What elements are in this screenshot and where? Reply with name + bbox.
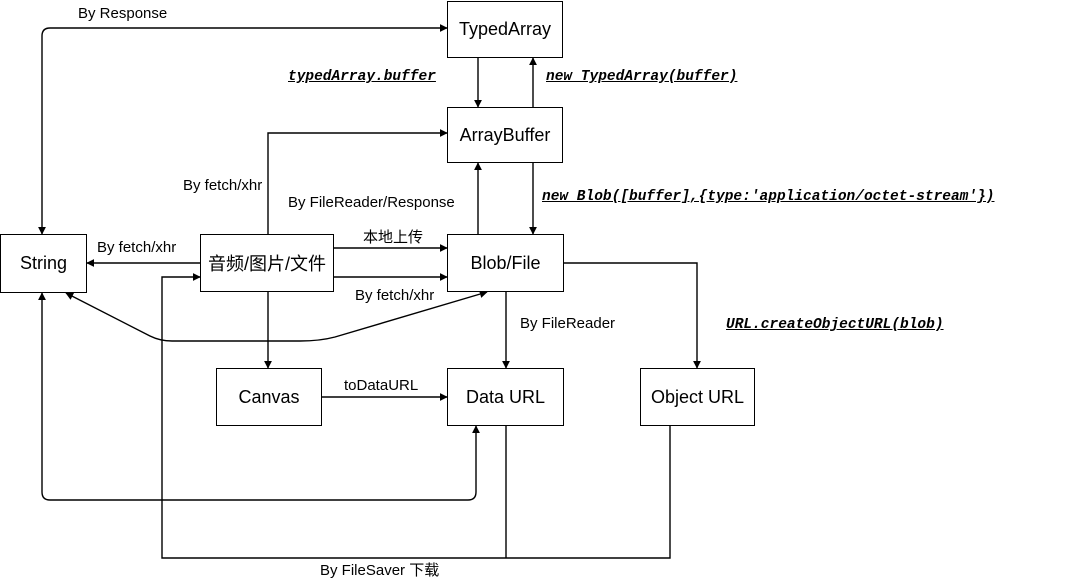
label-typedarray-buffer: typedArray.buffer xyxy=(288,69,436,85)
label-create-object-url: URL.createObjectURL(blob) xyxy=(726,317,944,333)
node-blob-file: Blob/File xyxy=(447,234,564,292)
label-new-blob: new Blob([buffer],{type:'application/oct… xyxy=(542,189,995,205)
edge-string-to-typedarray xyxy=(38,24,448,235)
node-canvas: Canvas xyxy=(216,368,322,426)
label-to-data-url: toDataURL xyxy=(344,377,419,394)
edge-string-dataurl xyxy=(38,292,480,501)
label-by-fetch-xhr-right: By fetch/xhr xyxy=(355,287,435,304)
label-by-filereader: By FileReader xyxy=(520,315,616,332)
node-data-url: Data URL xyxy=(447,368,564,426)
label-local-upload: 本地上传 xyxy=(363,229,424,246)
edge-media-to-arraybuffer xyxy=(267,129,448,234)
edge-filesaver-download xyxy=(161,273,671,559)
label-new-typedarray: new TypedArray(buffer) xyxy=(546,69,738,85)
node-object-url: Object URL xyxy=(640,368,755,426)
node-string: String xyxy=(0,234,87,293)
label-by-fetch-xhr-up: By fetch/xhr xyxy=(183,177,263,194)
label-by-response: By Response xyxy=(78,5,168,22)
label-by-fetch-xhr-left: By fetch/xhr xyxy=(97,239,177,256)
node-typedarray: TypedArray xyxy=(447,1,563,58)
label-by-filesaver-download: By FileSaver 下载 xyxy=(320,562,440,579)
edge-blob-to-objecturl xyxy=(564,262,701,369)
node-media-files: 音频/图片/文件 xyxy=(200,234,334,292)
label-by-filereader-response: By FileReader/Response xyxy=(288,194,455,211)
node-arraybuffer: ArrayBuffer xyxy=(447,107,563,163)
